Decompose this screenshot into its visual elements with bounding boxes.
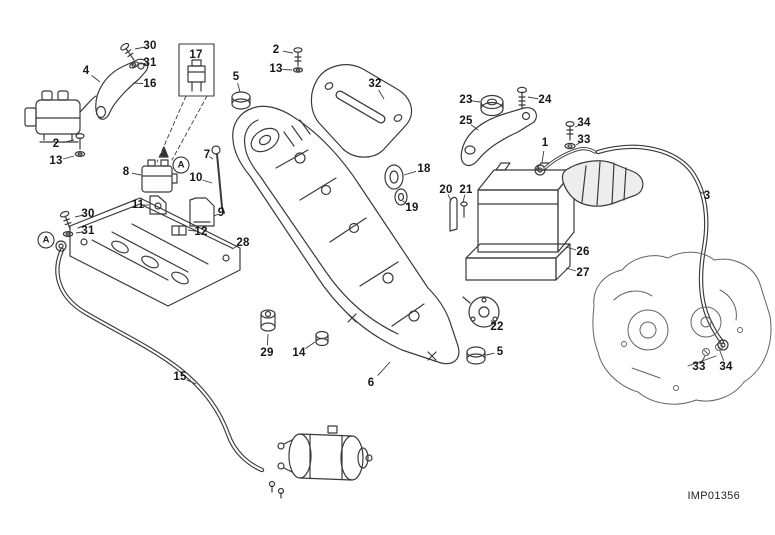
part-callout-32: 32 — [368, 78, 382, 90]
engine-case — [592, 251, 772, 405]
part-callout-34: 34 — [719, 361, 733, 373]
part-callout-23: 23 — [459, 94, 473, 106]
bracket-part-11 — [149, 195, 167, 215]
view-arrow — [159, 146, 169, 158]
cover-disc — [462, 296, 500, 328]
part-callout-25: 25 — [459, 115, 473, 127]
part-callout-15: 15 — [173, 371, 187, 383]
grommet-23 — [480, 94, 504, 117]
screw-24 — [516, 86, 528, 109]
positive-cable — [534, 146, 597, 176]
top-bracket — [310, 64, 413, 158]
terminal-cover — [561, 160, 644, 207]
battery-bracket — [460, 107, 537, 167]
part-callout-1: 1 — [541, 137, 549, 149]
view-marker-a: A — [37, 231, 55, 249]
part-callout-18: 18 — [417, 163, 431, 175]
part-callout-17: 17 — [189, 49, 203, 61]
battery-holder-frame — [232, 105, 460, 365]
screw-washer-34-33 — [564, 120, 576, 150]
solenoid-bracket — [95, 42, 149, 120]
leader-lines — [63, 46, 725, 385]
part-callout-30: 30 — [143, 40, 157, 52]
part-callout-31: 31 — [81, 225, 95, 237]
part-callout-33: 33 — [692, 361, 706, 373]
part-callout-2: 2 — [52, 138, 60, 150]
part-callout-26: 26 — [576, 246, 590, 258]
view-marker-a: A — [172, 156, 190, 174]
diagram-code: IMP01356 — [687, 490, 740, 502]
part-callout-14: 14 — [292, 347, 306, 359]
part-callout-7: 7 — [203, 149, 211, 161]
battery-tray-plate — [69, 197, 241, 307]
part-callout-33: 33 — [577, 134, 591, 146]
spacer-29 — [260, 309, 276, 332]
part-callout-13: 13 — [269, 63, 283, 75]
part-callout-19: 19 — [405, 202, 419, 214]
grommet-19 — [394, 188, 408, 206]
starter-solenoid — [24, 90, 97, 158]
ground-cable — [55, 210, 265, 473]
relay-part — [141, 146, 178, 193]
part-callout-9: 9 — [217, 207, 225, 219]
clip-part-12 — [171, 225, 187, 236]
part-callout-16: 16 — [143, 78, 157, 90]
fuse-box-detail — [156, 43, 215, 163]
part-callout-6: 6 — [367, 377, 375, 389]
rubber-pad-right — [466, 346, 486, 365]
clip-20-21 — [449, 196, 468, 232]
part-callout-13: 13 — [49, 155, 63, 167]
bracket-part-9 — [189, 197, 215, 227]
part-callout-20: 20 — [439, 184, 453, 196]
rubber-pad-top — [231, 91, 251, 110]
part-callout-3: 3 — [703, 190, 711, 202]
part-callout-11: 11 — [131, 199, 145, 211]
starter-motor — [268, 425, 373, 499]
part-callout-2: 2 — [272, 44, 280, 56]
part-callout-31: 31 — [143, 57, 157, 69]
part-callout-30: 30 — [81, 208, 95, 220]
part-callout-29: 29 — [260, 347, 274, 359]
rod-part — [211, 145, 225, 214]
part-callout-10: 10 — [189, 172, 203, 184]
part-callout-4: 4 — [82, 65, 90, 77]
part-callout-5: 5 — [232, 71, 240, 83]
battery-spacer — [465, 243, 571, 281]
part-callout-24: 24 — [538, 94, 552, 106]
grommet-18 — [384, 164, 404, 190]
part-callout-28: 28 — [236, 237, 250, 249]
part-callout-12: 12 — [194, 226, 208, 238]
part-callout-22: 22 — [490, 321, 504, 333]
rivet-14 — [315, 330, 329, 347]
battery — [477, 162, 575, 253]
part-callout-5: 5 — [496, 346, 504, 358]
frame-screw-washer-top — [292, 47, 304, 73]
part-callout-34: 34 — [577, 117, 591, 129]
part-callout-27: 27 — [576, 267, 590, 279]
part-callout-8: 8 — [122, 166, 130, 178]
part-callout-21: 21 — [459, 184, 473, 196]
